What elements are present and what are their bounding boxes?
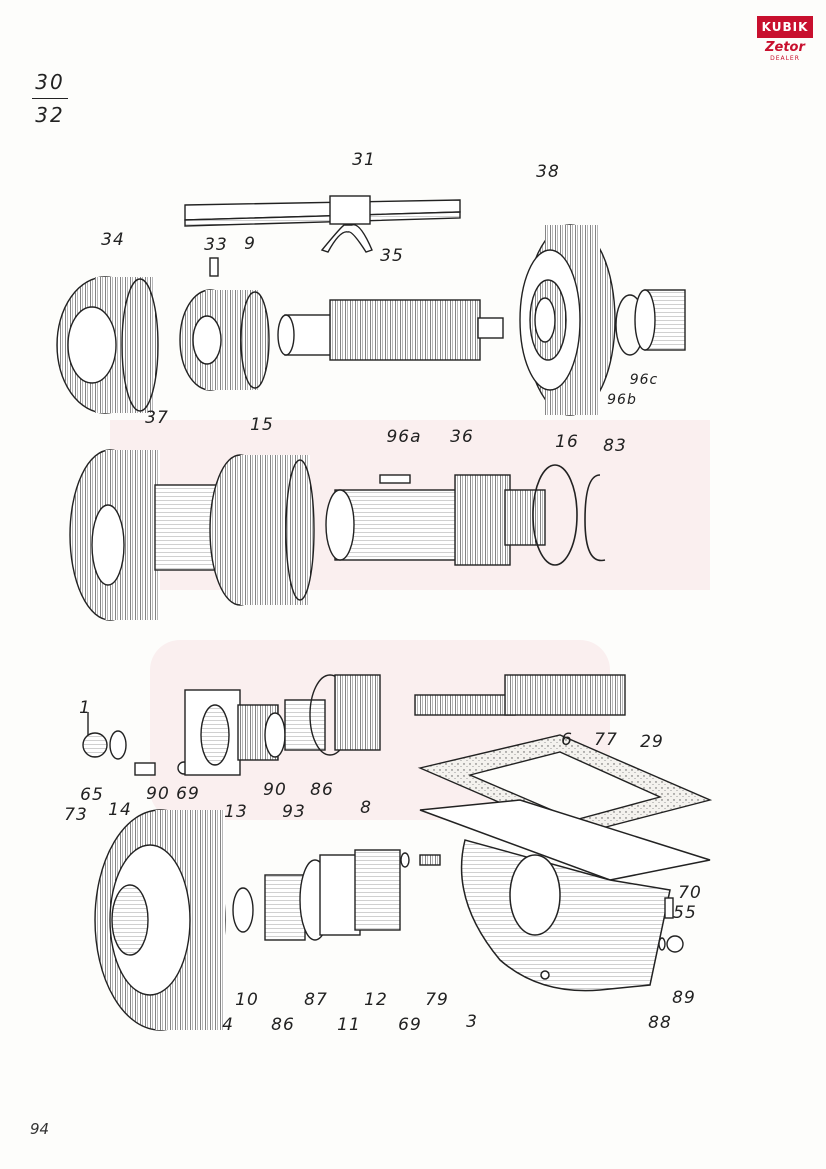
label-4: 4 xyxy=(222,1015,234,1035)
label-35: 35 xyxy=(380,246,404,266)
label-55: 55 xyxy=(673,903,697,923)
page-number: 94 xyxy=(30,1120,50,1138)
label-70: 70 xyxy=(678,883,702,903)
part-9-gear xyxy=(179,257,270,391)
label-37: 37 xyxy=(145,408,169,428)
label-96c: 96c xyxy=(629,372,659,388)
label-96a: 96a xyxy=(386,427,422,447)
label-38: 38 xyxy=(536,162,560,182)
label-96b: 96b xyxy=(607,392,637,408)
label-36: 36 xyxy=(450,427,474,447)
parts-plug-bolt xyxy=(658,897,684,953)
label-6: 6 xyxy=(561,730,573,750)
part-16-83-rings xyxy=(532,464,606,566)
fraction-bar xyxy=(32,98,68,99)
part-35-splined-shaft xyxy=(277,299,504,361)
part-31-shift-rail-fork xyxy=(184,195,461,253)
part-34-gear xyxy=(56,276,159,414)
part-36-shaft xyxy=(325,474,546,566)
label-34: 34 xyxy=(101,230,125,250)
part-96bc-bearing xyxy=(615,289,686,356)
label-14: 14 xyxy=(108,800,132,820)
part-3-gearbox-housing xyxy=(419,799,711,992)
part-37-gear xyxy=(69,449,160,621)
part-13-bearing-housing xyxy=(184,674,381,776)
label-87: 87 xyxy=(304,990,328,1010)
part-4-large-gear xyxy=(94,809,226,1031)
parts-bearings-covers xyxy=(232,849,441,941)
label-15a: 15 xyxy=(250,415,274,435)
kubik-zetor-logo: KUBIK Zetor DEALER xyxy=(757,16,813,64)
label-69b: 69 xyxy=(398,1015,422,1035)
label-88: 88 xyxy=(648,1013,672,1033)
label-86b: 86 xyxy=(271,1015,295,1035)
label-8: 8 xyxy=(360,798,372,818)
label-65: 65 xyxy=(80,785,104,805)
label-69a: 69 xyxy=(176,784,200,804)
label-1: 1 xyxy=(79,698,91,718)
label-90b: 90 xyxy=(263,780,287,800)
part-38-large-gear xyxy=(519,224,616,416)
label-9: 9 xyxy=(244,234,256,254)
label-83: 83 xyxy=(603,436,627,456)
label-89: 89 xyxy=(672,988,696,1008)
label-13: 13 xyxy=(224,802,248,822)
logo-zetor: Zetor xyxy=(765,40,805,55)
label-77: 77 xyxy=(594,730,618,750)
label-12: 12 xyxy=(364,990,388,1010)
label-33: 33 xyxy=(204,235,228,255)
label-10: 10 xyxy=(235,990,259,1010)
parts-nut-washer-bolt xyxy=(82,712,191,776)
part-15-gear-cluster xyxy=(154,454,315,606)
label-79: 79 xyxy=(425,990,449,1010)
logo-dealer: DEALER xyxy=(770,55,800,62)
part-6-output-shaft xyxy=(414,674,626,716)
label-3: 3 xyxy=(466,1012,478,1032)
label-86a: 86 xyxy=(310,780,334,800)
label-73: 73 xyxy=(64,805,88,825)
label-90a: 90 xyxy=(146,784,170,804)
section-fraction: 30 32 xyxy=(26,70,74,127)
fraction-bottom: 32 xyxy=(35,103,65,127)
label-11: 11 xyxy=(337,1015,361,1035)
label-31: 31 xyxy=(352,150,376,170)
label-93: 93 xyxy=(282,802,306,822)
label-29: 29 xyxy=(640,732,664,752)
logo-kubik: KUBIK xyxy=(757,16,813,38)
fraction-top: 30 xyxy=(35,70,65,94)
label-16: 16 xyxy=(555,432,579,452)
